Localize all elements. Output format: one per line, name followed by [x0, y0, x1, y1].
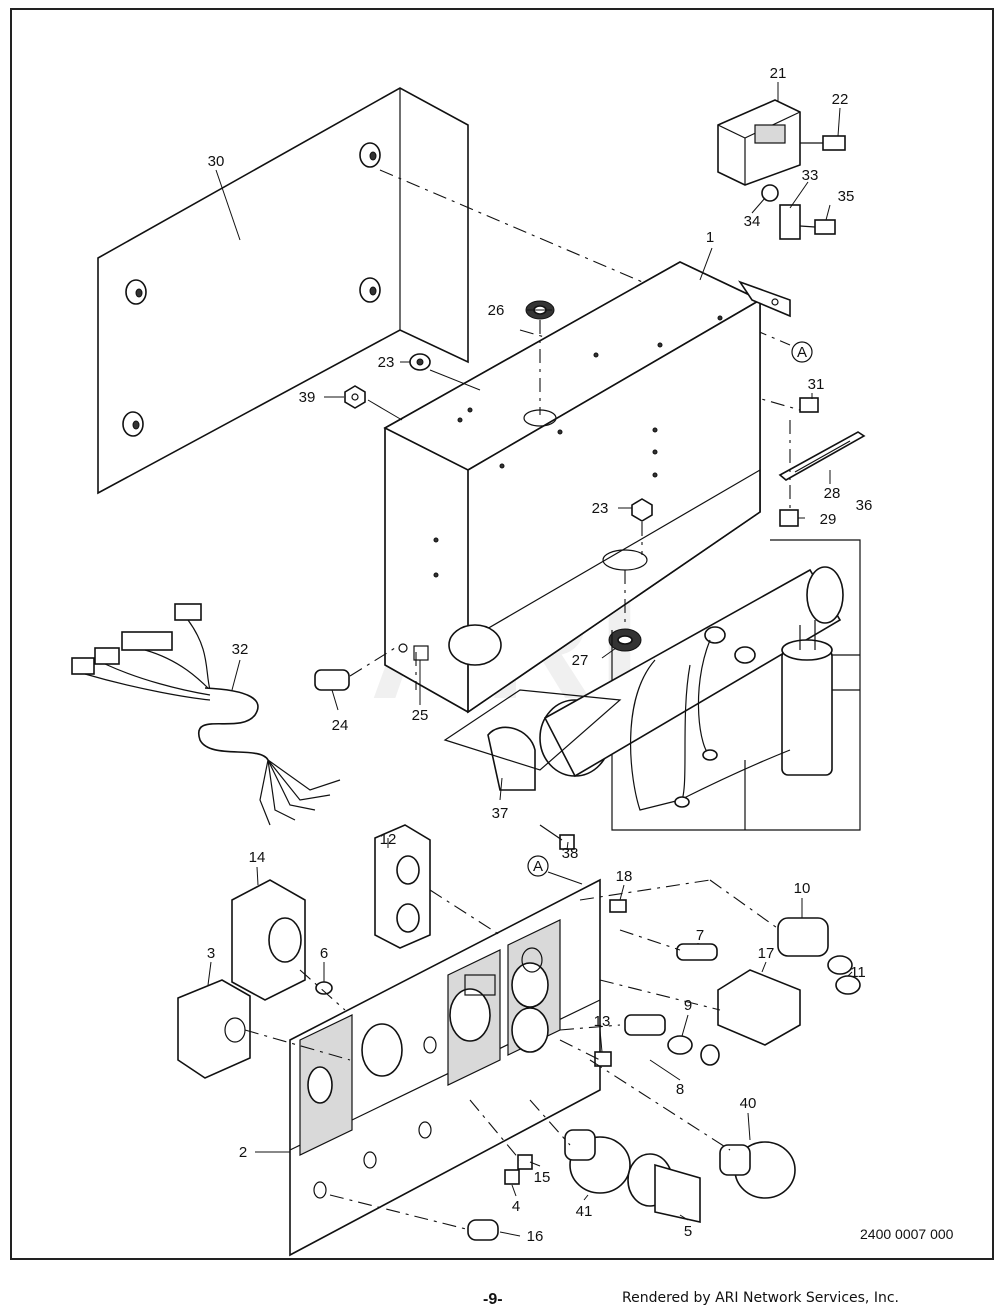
- callout-labels: 30 1 21 22 33 35 34 26 23 39 31 28 36 29…: [207, 65, 873, 1245]
- screw-22: [800, 135, 846, 151]
- screw-13: [594, 1051, 612, 1067]
- callout-32: 32: [232, 641, 249, 658]
- svg-text:A: A: [797, 344, 807, 361]
- callout-31: 31: [808, 376, 825, 393]
- screw-35: [799, 219, 836, 235]
- key-switch-10: [777, 917, 829, 957]
- keys-11: [827, 955, 861, 995]
- screw-29: [779, 509, 799, 527]
- wire-harness-32: [71, 603, 341, 826]
- callout-2: 2: [239, 1144, 247, 1161]
- callout-9: 9: [684, 997, 692, 1014]
- callout-23-top: 23: [378, 354, 395, 371]
- spacer-34: [761, 184, 779, 202]
- leader-lines: [207, 82, 853, 1237]
- bushing-6: [315, 981, 333, 995]
- lamp-assembly-8: [624, 1014, 720, 1066]
- callout-25: 25: [412, 707, 429, 724]
- strap-28: [778, 431, 866, 481]
- diagram-frame: [10, 8, 994, 1260]
- capacitor-assembly-36: [539, 539, 861, 831]
- callout-6: 6: [320, 945, 328, 962]
- receptacle-12: [374, 824, 431, 949]
- front-panel-2: [289, 878, 601, 1257]
- hour-meter-17: [717, 969, 801, 1046]
- render-credit: Rendered by ARI Network Services, Inc.: [622, 1290, 899, 1306]
- callout-23-lower: 23: [592, 500, 609, 517]
- callout-33: 33: [802, 167, 819, 184]
- callout-11: 11: [850, 964, 866, 981]
- callout-38: 38: [562, 845, 579, 862]
- callout-39: 39: [299, 389, 316, 406]
- callout-40: 40: [740, 1095, 757, 1112]
- breaker-3: [177, 979, 251, 1079]
- callout-24: 24: [332, 717, 349, 734]
- receptacle-14: [231, 879, 306, 1001]
- callout-8: 8: [676, 1081, 684, 1098]
- callout-4: 4: [512, 1198, 520, 1215]
- callout-3: 3: [207, 945, 215, 962]
- callout-29: 29: [820, 511, 837, 528]
- svg-text:A: A: [533, 858, 543, 875]
- nut-23-lower: [631, 498, 653, 522]
- callout-15: 15: [534, 1169, 551, 1186]
- nut-39: [344, 385, 366, 409]
- callout-7: 7: [696, 927, 704, 944]
- bracket-37: [487, 726, 536, 791]
- callout-16: 16: [527, 1228, 544, 1245]
- indicator-7: [676, 943, 718, 961]
- screw-4: [504, 1169, 520, 1185]
- dash-lines: [244, 879, 781, 1231]
- callout-36: 36: [856, 497, 873, 514]
- screw-31: [799, 397, 819, 413]
- control-box-1: [383, 261, 791, 714]
- ref-marker-A-bottom: A: [527, 855, 549, 877]
- callout-27: 27: [572, 652, 589, 669]
- side-panel-30: [97, 87, 469, 495]
- screw-15: [517, 1154, 533, 1170]
- callout-30: 30: [208, 153, 225, 170]
- callout-14: 14: [249, 849, 266, 866]
- callout-10: 10: [794, 880, 811, 897]
- callout-34: 34: [744, 213, 761, 230]
- callout-12: 12: [380, 831, 397, 848]
- switch-41: [564, 1129, 631, 1194]
- callout-37: 37: [492, 805, 509, 822]
- holder-16: [467, 1219, 499, 1241]
- ref-marker-A-top: A: [791, 341, 813, 363]
- callout-41: 41: [576, 1203, 593, 1220]
- callout-28: 28: [824, 485, 841, 502]
- grommet-27: [608, 628, 642, 652]
- fuse-holder-24: [314, 669, 350, 691]
- connector-33: [779, 204, 801, 240]
- washer-23-top: [409, 353, 431, 371]
- module-21: [717, 99, 801, 186]
- drawing-number: 2400 0007 000: [860, 1226, 954, 1242]
- callout-18: 18: [616, 868, 633, 885]
- screw-18: [609, 899, 627, 913]
- meter-5: [627, 1153, 701, 1223]
- callout-21: 21: [770, 65, 787, 82]
- callout-22: 22: [832, 91, 849, 108]
- switch-40: [719, 1141, 796, 1199]
- callout-26: 26: [488, 302, 505, 319]
- callout-1: 1: [706, 229, 714, 246]
- callout-35: 35: [838, 188, 855, 205]
- page-number: -9-: [483, 1291, 503, 1308]
- callout-17: 17: [758, 945, 775, 962]
- callout-5: 5: [684, 1223, 692, 1240]
- callout-13: 13: [594, 1013, 611, 1030]
